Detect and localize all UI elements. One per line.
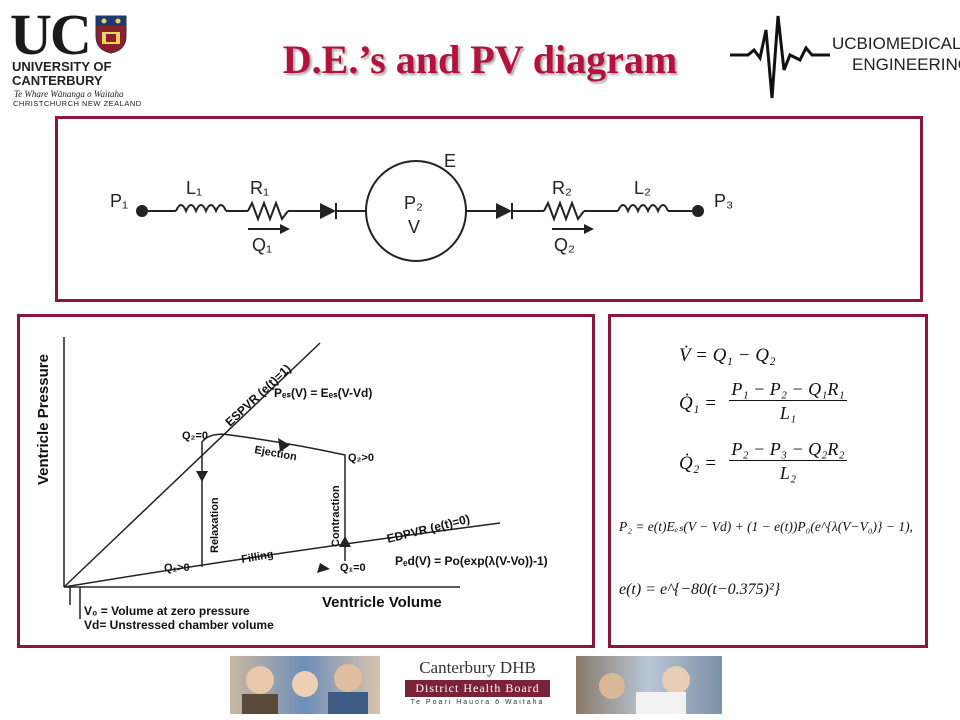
resistor-r1: [247, 200, 289, 222]
eq-pressure: P₂ = e(t)Eₑₛ(V − Vd) + (1 − e(t))P₀(e^{λ…: [619, 519, 913, 534]
filling-label: Filling: [240, 549, 274, 566]
q2-pos-label: Q₂>0: [348, 452, 374, 464]
eq-q1-den: L₁: [779, 403, 797, 423]
bme-logo-line2: ENGINEERING: [852, 55, 960, 74]
uc-logo-line1: UNIVERSITY OF: [12, 59, 112, 74]
q2-zero-label: Q₂=0: [182, 430, 208, 442]
contraction-label: Contraction: [330, 485, 342, 547]
ped-label: Pₑd(V) = Po(exp(λ(V-Vo))-1): [395, 554, 548, 568]
circuit-panel: P₁ L₁ R₁ Q₁ E P₂ V R₂ L₂ P₃ Q₂: [55, 116, 923, 302]
inductor-l2: [617, 204, 669, 214]
eq-q2-num: P₂ − P₃ − Q₂R₂: [729, 439, 847, 461]
node-p3: [692, 205, 704, 217]
pv-y-label: Ventricle Pressure: [35, 354, 52, 485]
eq-q2-lhs: Q̇₂ =: [679, 453, 717, 474]
equations-panel: V̇ = Q₁ − Q₂ Q̇₁ = P₁ − P₂ − Q₁R₁ L₁ Q̇₂…: [608, 314, 928, 648]
arrow-ejection: [278, 438, 290, 452]
diode-1: [320, 203, 336, 219]
footer-photo-left: [230, 656, 380, 714]
page-title: D.E.’s and PV diagram: [282, 37, 678, 82]
eq-q1-lhs: Q̇₁ =: [679, 393, 717, 414]
circuit-diagram: P₁ L₁ R₁ Q₁ E P₂ V R₂ L₂ P₃ Q₂: [110, 151, 733, 262]
espvr-line: [63, 342, 321, 588]
arrow-filling: [317, 563, 330, 573]
label-l1: L₁: [186, 178, 202, 198]
arrow-q1: [280, 224, 290, 234]
ejection-label: Ejection: [253, 444, 297, 463]
uc-logo-mark: UC: [10, 2, 92, 67]
bme-logo-line1: UCBIOMEDICAL: [832, 34, 960, 53]
label-r1: R₁: [250, 178, 269, 198]
q1-pos-label: Q₁>0: [164, 562, 190, 574]
arrow-relaxation: [196, 471, 208, 482]
arrow-q2: [584, 224, 594, 234]
dhb-logo-board: District Health Board: [405, 680, 550, 697]
arrow-contraction: [339, 536, 351, 547]
label-r2: R₂: [552, 178, 572, 198]
label-l2: L₂: [634, 178, 651, 198]
relaxation-label: Relaxation: [209, 497, 221, 553]
uc-logo-maori: Te Whare Wānanga o Waitaha: [14, 89, 124, 99]
uc-logo-line2: CANTERBURY: [12, 73, 103, 88]
pv-panel: Ventricle Pressure Ventricle Volume ESPV…: [17, 314, 595, 648]
footer-photo-right: [576, 656, 722, 714]
diode-2: [496, 203, 512, 219]
label-q1: Q₁: [252, 235, 272, 255]
uc-logo-city: CHRISTCHURCH NEW ZEALAND: [13, 99, 142, 108]
node-p1: [136, 205, 148, 217]
eq-volume: V̇ = Q₁ − Q₂: [679, 345, 776, 366]
pv-x-label: Ventricle Volume: [322, 594, 442, 611]
v0-note: V₀ = Volume at zero pressure: [84, 604, 250, 618]
edpvr-curve: [63, 522, 501, 588]
dhb-logo-name: Canterbury DHB: [419, 658, 536, 677]
pes-label: Pₑₛ(V) = Eₑₛ(V-Vd): [274, 386, 372, 400]
label-v: V: [408, 217, 420, 237]
ecg-waveform-icon: [730, 15, 830, 99]
label-p1: P₁: [110, 191, 128, 211]
dhb-logo-maori: Te Poari Hauora ō Waitaha: [410, 699, 545, 706]
dhb-logo: Canterbury DHB District Health Board Te …: [405, 658, 550, 712]
label-p3: P₃: [714, 191, 733, 211]
resistor-r2: [543, 200, 585, 222]
uc-crest-icon: [95, 15, 127, 54]
label-q2: Q₂: [554, 235, 575, 255]
q1-zero-label: Q₁=0: [340, 562, 366, 574]
pv-loop: [201, 433, 346, 567]
eq-activation: e(t) = e^{−80(t−0.375)²}: [619, 581, 781, 598]
label-p2: P₂: [404, 193, 423, 213]
pv-diagram: Ventricle Pressure Ventricle Volume ESPV…: [35, 337, 548, 632]
eq-q2-den: L₂: [779, 463, 797, 483]
label-e: E: [444, 151, 456, 171]
eq-q1-num: P₁ − P₂ − Q₁R₁: [729, 379, 847, 401]
vd-note: Vd= Unstressed chamber volume: [84, 618, 274, 632]
inductor-l1: [175, 204, 227, 214]
